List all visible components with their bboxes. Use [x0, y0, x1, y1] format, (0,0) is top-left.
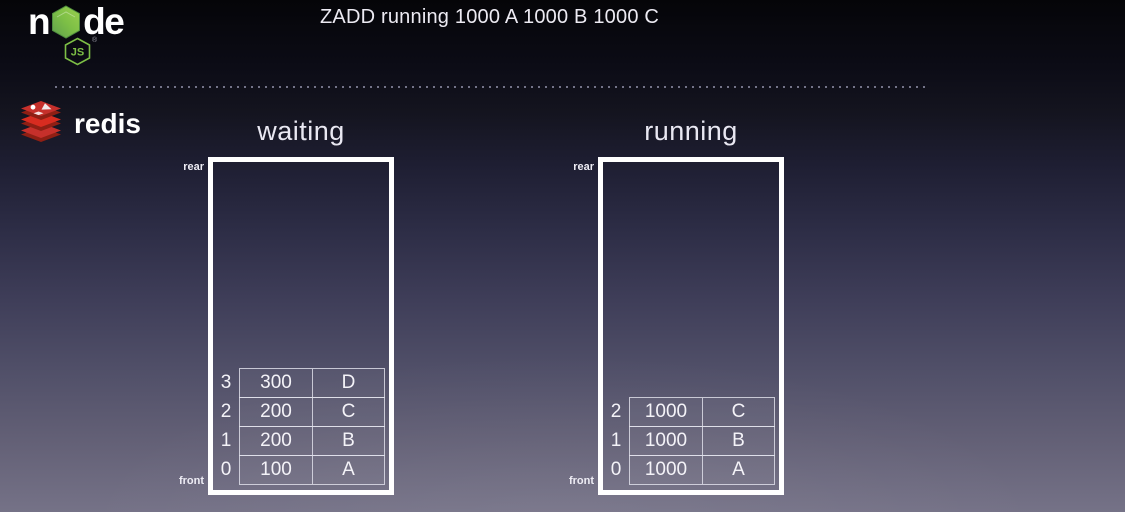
queue-score-cell: 1000: [629, 426, 703, 456]
queue-score-cell: 200: [239, 397, 313, 427]
queue-member-cell: B: [313, 426, 385, 456]
registered-mark: ®: [92, 37, 98, 44]
rear-label: rear: [573, 161, 594, 173]
rear-label: rear: [183, 161, 204, 173]
queue-member-cell: A: [703, 455, 775, 485]
queue-member-cell: B: [703, 426, 775, 456]
queue-index-cell: 0: [610, 459, 622, 480]
redis-logo: redis: [18, 101, 141, 145]
queue-score-cell: 1000: [629, 455, 703, 485]
queue-index-cell: 1: [610, 430, 622, 451]
nodejs-wordmark-left: n: [28, 1, 51, 42]
nodejs-wordmark: n de: [28, 2, 148, 42]
nodejs-logo: n de JS ®: [28, 2, 148, 66]
queue-index-cell: 1: [220, 430, 232, 451]
queue-title: running: [644, 116, 738, 146]
dotted-separator: [55, 86, 925, 88]
queue-score-cell: 100: [239, 455, 313, 485]
front-label: front: [178, 475, 204, 487]
queue-title: waiting: [257, 116, 345, 146]
queue-index-cell: 3: [220, 372, 232, 393]
queue-member-cell: C: [703, 397, 775, 427]
queue-score-cell: 300: [239, 368, 313, 398]
js-badge-text: JS: [71, 47, 84, 59]
queue-score-cell: 200: [239, 426, 313, 456]
node-hexagon-icon: [52, 5, 81, 39]
queue-index-cell: 2: [220, 401, 232, 422]
queue-member-cell: A: [313, 455, 385, 485]
slide-title: ZADD running 1000 A 1000 B 1000 C: [320, 6, 660, 28]
nodejs-js-badge: JS ®: [64, 37, 97, 66]
redis-wordmark: redis: [74, 108, 141, 139]
redis-db-icon: [21, 101, 61, 142]
front-label: front: [568, 475, 594, 487]
queue-score-cell: 1000: [629, 397, 703, 427]
js-hexagon-icon: JS: [64, 37, 91, 66]
queue-index-cell: 2: [610, 401, 622, 422]
nodejs-wordmark-right: de: [83, 1, 125, 42]
queue-member-cell: D: [313, 368, 385, 398]
queue-member-cell: C: [313, 397, 385, 427]
queue-index-cell: 0: [220, 459, 232, 480]
